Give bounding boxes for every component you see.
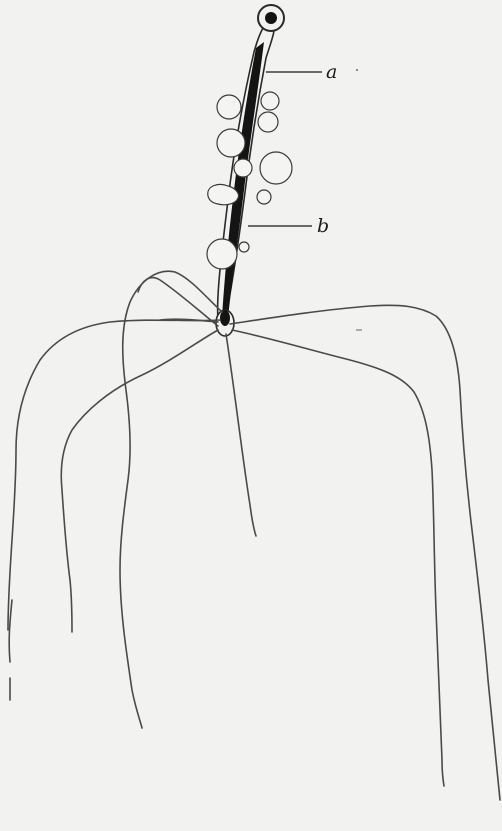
filament <box>9 600 12 662</box>
bubble <box>217 129 245 157</box>
stray-marks <box>356 69 362 330</box>
filament <box>61 330 218 632</box>
bubble <box>258 112 278 132</box>
label-a-group: a <box>266 61 337 83</box>
bubble <box>257 190 271 204</box>
filament <box>8 320 220 630</box>
bubble <box>234 159 252 177</box>
filament <box>230 305 500 800</box>
filament <box>120 271 222 728</box>
bubble <box>260 152 292 184</box>
bubble <box>261 92 279 110</box>
filament <box>232 330 444 786</box>
bubble <box>217 95 241 119</box>
label-b-group: b <box>248 215 329 237</box>
label-b: b <box>317 215 329 237</box>
filament-network <box>8 271 500 800</box>
bubble <box>207 239 237 269</box>
label-a: a <box>326 61 337 83</box>
filament <box>226 334 256 536</box>
bubble <box>239 242 249 252</box>
